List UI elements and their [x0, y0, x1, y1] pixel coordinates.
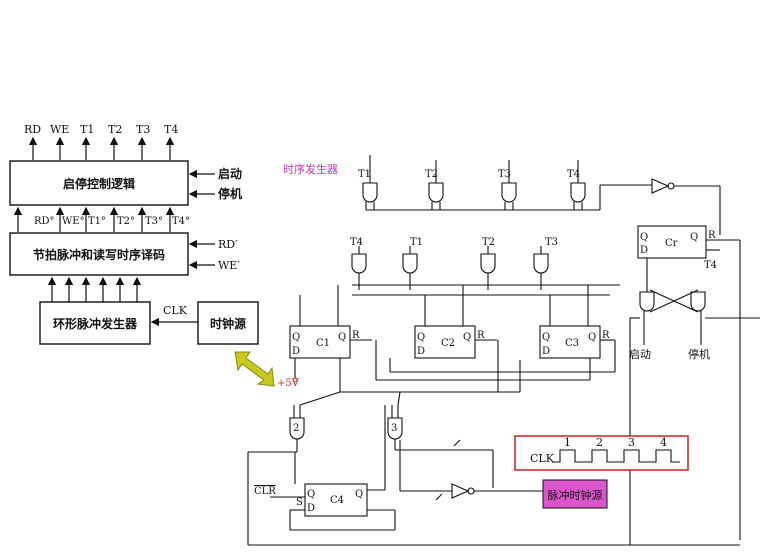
- vcc-label: +5V: [277, 378, 300, 389]
- output-label-t1: T1: [80, 123, 94, 136]
- svg-text:Q: Q: [690, 232, 698, 243]
- c2-flip-flop: [414, 325, 476, 359]
- mid-label-t3: T3°: [145, 216, 163, 227]
- svg-text:Q: Q: [355, 489, 363, 500]
- circuit-start-label: 启动: [629, 348, 651, 361]
- svg-text:Q: Q: [640, 232, 648, 243]
- output-label-t4: T4: [164, 123, 178, 136]
- svg-text:D: D: [417, 346, 425, 357]
- decoder-label: 节拍脉冲和读写时序译码: [33, 247, 165, 262]
- timing-generator-title: 时序发生器: [283, 162, 338, 176]
- gate-number-3: 3: [391, 423, 397, 434]
- clock-source-label: 时钟源: [210, 316, 246, 331]
- ff-label-c3: C3: [565, 338, 579, 349]
- ff-label-c4: C4: [330, 495, 344, 506]
- svg-text:R: R: [708, 230, 716, 241]
- mid-label-t4: T4°: [172, 216, 190, 227]
- output-label-we: WE: [50, 123, 69, 136]
- mid-label-rd: RD°: [34, 216, 55, 227]
- svg-text:Q: Q: [338, 332, 346, 343]
- svg-text:R: R: [352, 330, 360, 341]
- svg-text:Q: Q: [542, 332, 550, 343]
- ring-generator-label: 环形脉冲发生器: [53, 316, 138, 331]
- decoder-box: [9, 232, 189, 276]
- control-logic-label: 启停控制逻辑: [63, 176, 135, 191]
- pulse-clock-source-box: [542, 479, 608, 509]
- ring-generator-box: [39, 301, 151, 345]
- circuit-output-t4: T4: [567, 169, 580, 180]
- clr-label: CLR: [254, 486, 276, 497]
- svg-text:Q: Q: [292, 332, 300, 343]
- ff-label-c1: C1: [316, 338, 330, 349]
- svg-text:D: D: [307, 503, 315, 514]
- circuit-output-t3: T3: [498, 169, 511, 180]
- pulse-number-3: 3: [628, 436, 635, 449]
- svg-text:D: D: [640, 245, 648, 256]
- svg-text:Q: Q: [588, 332, 596, 343]
- clk-waveform: CLK 1 2 3 4: [514, 435, 689, 471]
- cr-output-t4: T4: [704, 260, 717, 271]
- stop-input-label: 停机: [218, 186, 242, 201]
- gate-input-t1: T1: [410, 237, 423, 248]
- circuit-schematic: [247, 155, 760, 546]
- start-input-label: 启动: [218, 166, 242, 181]
- and-gate-t4: [570, 182, 586, 203]
- circuit-output-t2: T2: [425, 169, 438, 180]
- nand-gate-3: [387, 417, 403, 440]
- circuit-output-t1: T1: [358, 169, 371, 180]
- mid-label-we: WE°: [62, 216, 85, 227]
- stop-nand-gate: [690, 291, 706, 312]
- gate-input-t3: T3: [545, 237, 558, 248]
- pulse-clock-source-label: 脉冲时钟源: [548, 488, 603, 502]
- c1-flip-flop: [289, 325, 351, 359]
- block-diagram: RD WE T1 T2 T3 T4 启停控制逻辑 启动 停机 RD° WE° T…: [9, 123, 259, 345]
- gate-input-t4: T4: [350, 237, 363, 248]
- output-label-rd: RD: [24, 123, 41, 136]
- mid-label-t2: T2°: [117, 216, 135, 227]
- svg-text:Q: Q: [417, 332, 425, 343]
- rd-input-label: RD′: [218, 238, 238, 251]
- svg-text:R: R: [477, 330, 485, 341]
- ff-label-c2: C2: [441, 338, 455, 349]
- and-gate-t1: [362, 182, 378, 203]
- nand-gate-2: [289, 417, 305, 440]
- svg-text:Q: Q: [463, 332, 471, 343]
- circuit-stop-label: 停机: [688, 347, 710, 361]
- double-arrow-icon: [234, 351, 275, 387]
- gate-number-2: 2: [293, 423, 299, 434]
- gate-input-t2: T2: [482, 237, 495, 248]
- mid-label-t1: T1°: [88, 216, 106, 227]
- clk-label: CLK: [163, 304, 188, 317]
- clk-wave-label: CLK: [530, 452, 555, 465]
- svg-text:D: D: [542, 346, 550, 357]
- ff-label-cr: Cr: [665, 238, 678, 249]
- c3-flip-flop: [539, 325, 601, 359]
- cr-flip-flop: [637, 225, 707, 259]
- and-gate-t3: [501, 182, 517, 203]
- and-gate-t2: [428, 182, 444, 203]
- pulse-number-2: 2: [596, 436, 603, 449]
- svg-text:S: S: [296, 497, 303, 508]
- svg-text:Q: Q: [307, 489, 315, 500]
- output-label-t3: T3: [136, 123, 150, 136]
- svg-text:D: D: [292, 346, 300, 357]
- pulse-number-4: 4: [660, 436, 667, 449]
- c4-flip-flop: [304, 483, 368, 517]
- start-nand-gate: [639, 291, 655, 312]
- control-logic-box: [9, 160, 189, 206]
- output-label-t2: T2: [108, 123, 122, 136]
- pulse-number-1: 1: [564, 436, 571, 449]
- we-input-label: WE′: [218, 259, 240, 272]
- clock-source-box: [197, 301, 259, 345]
- svg-text:R: R: [602, 330, 610, 341]
